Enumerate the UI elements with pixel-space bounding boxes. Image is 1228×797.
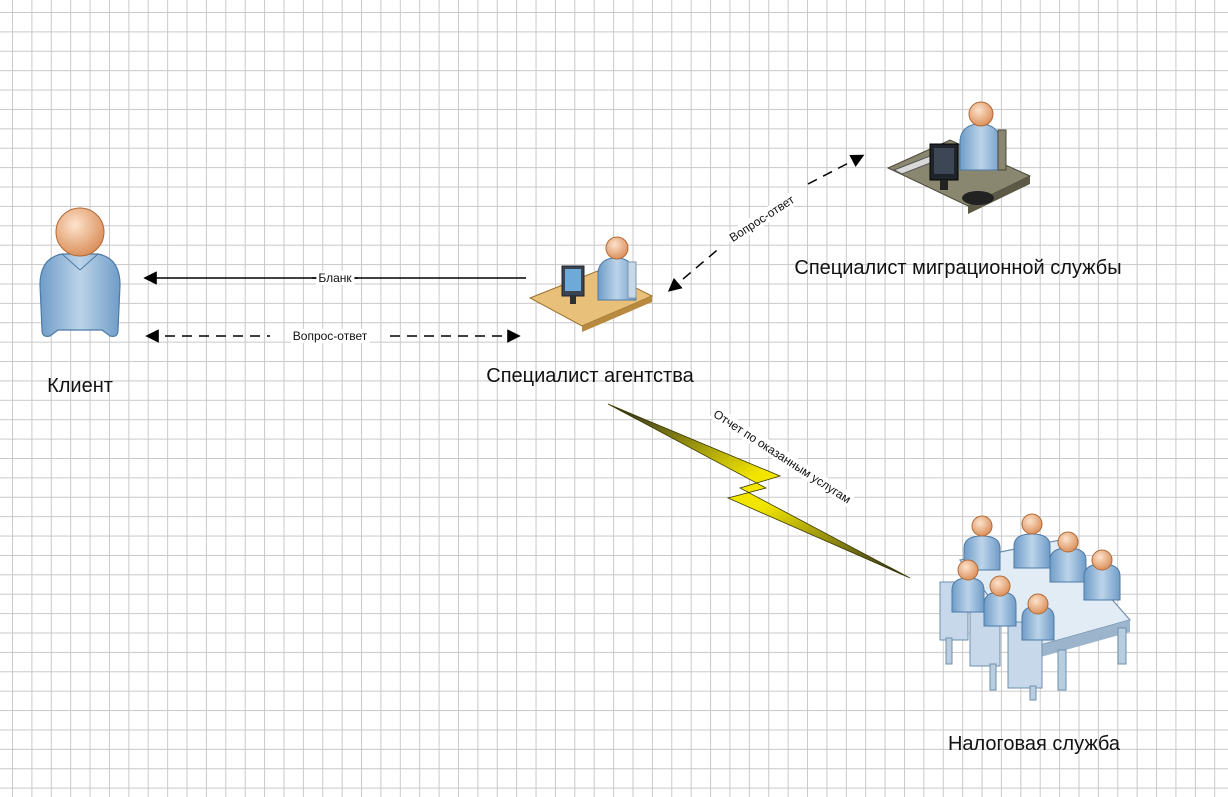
edge-label-qa-client: Вопрос-ответ bbox=[293, 329, 368, 343]
edge-report: Отчет по оказанным услугам bbox=[607, 403, 911, 579]
edge-qa-client: Вопрос-ответ bbox=[145, 329, 521, 343]
edge-label-bg bbox=[725, 191, 799, 246]
meeting-table-icon bbox=[939, 513, 1132, 701]
office-worker-desk-icon bbox=[886, 101, 1032, 214]
person-icon bbox=[39, 207, 121, 337]
edge-label-blank: Бланк bbox=[318, 271, 352, 285]
node-label-agency-specialist: Специалист агентства bbox=[486, 365, 694, 387]
lightning-bolt-icon bbox=[607, 403, 911, 579]
edge-label-qa-migration: Вопрос-ответ bbox=[727, 192, 797, 245]
node-label-migration-specialist: Специалист миграционной службы bbox=[794, 257, 1121, 279]
edge-label-bg bbox=[290, 329, 370, 343]
edge-label-bg bbox=[709, 405, 856, 508]
office-worker-icon bbox=[528, 236, 654, 332]
node-label-tax-service: Налоговая служба bbox=[948, 733, 1121, 755]
edge-label-bg bbox=[316, 271, 355, 285]
node-label-client: Клиент bbox=[47, 375, 113, 397]
edge-blank: Бланк bbox=[143, 271, 526, 285]
